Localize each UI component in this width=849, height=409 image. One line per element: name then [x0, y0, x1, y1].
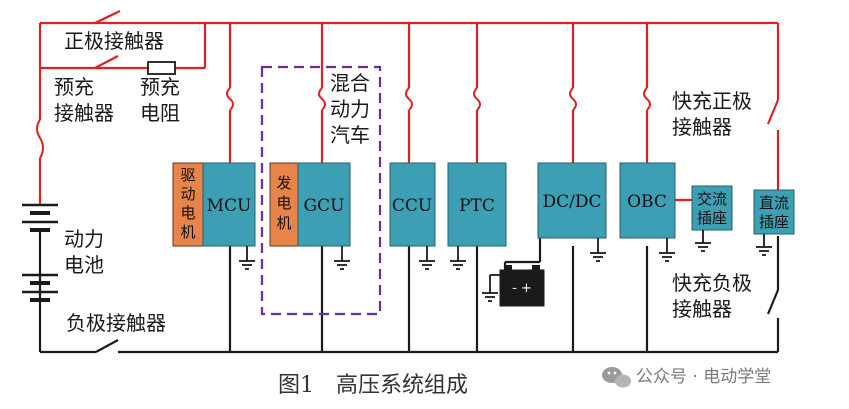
ground-icon [334, 246, 350, 270]
figure-caption: 图1 高压系统组成 [278, 373, 468, 398]
fuse-obc [643, 87, 651, 111]
obc-box [619, 162, 676, 239]
fast-neg-contactor-label-1: 快充负极 [672, 271, 752, 295]
fast-pos-contactor-label-1: 快充正极 [672, 89, 752, 113]
precharge-contactor-label-1: 预充 [54, 75, 94, 99]
motor-driver-label-2: 动 [180, 185, 195, 203]
dc-socket-box [753, 189, 795, 235]
dc-socket-label-2: 插座 [759, 213, 789, 231]
fast-pos-contactor-switch [766, 99, 780, 125]
motor-driver-label-1: 驱 [180, 166, 195, 184]
ccu-label: CCU [392, 196, 432, 216]
fuse-battery [36, 119, 44, 159]
low-voltage-battery: - + [499, 265, 545, 307]
generator-label-1: 发 [276, 174, 291, 192]
precharge-contactor-label-2: 接触器 [54, 101, 114, 125]
fast-neg-contactor-switch [766, 289, 780, 315]
ac-socket-label-1: 交流 [697, 190, 727, 208]
motor-driver-label-4: 机 [180, 223, 195, 241]
ccu-box [389, 162, 436, 247]
fuses [36, 87, 651, 159]
obc-label: OBC [627, 192, 667, 212]
watermark-text: 公众号 · 电动学堂 [636, 367, 771, 387]
fuse-gcu [318, 87, 326, 111]
neg-contactor-switch [95, 339, 119, 353]
ground-icon [239, 246, 255, 270]
ground-icon [695, 230, 711, 252]
hybrid-label-1: 混合 [330, 71, 370, 95]
precharge-resistor [147, 61, 176, 75]
negative-bus [38, 236, 780, 354]
pos-contactor-label: 正极接触器 [64, 29, 164, 53]
battery-12v-signs: - + [512, 281, 532, 296]
generator-box [269, 162, 299, 247]
fuse-ccu [405, 87, 413, 111]
power-battery-symbol [22, 203, 58, 302]
motor-driver-box [172, 162, 204, 247]
ground-icon [659, 238, 675, 262]
ground-icon [419, 246, 435, 270]
dcdc-box [537, 162, 607, 239]
gcu-box [297, 162, 351, 247]
motor-driver-label-3: 电 [180, 204, 195, 222]
fuse-ptc [473, 87, 481, 111]
battery-ground-symbol [482, 274, 500, 302]
ground-icon [590, 238, 606, 262]
fuse-dcdc [569, 87, 577, 111]
precharge-resistor-label-2: 电阻 [140, 101, 180, 125]
battery-label-2: 电池 [64, 253, 104, 277]
hybrid-label-2: 动力 [330, 97, 370, 121]
gcu-label: GCU [304, 196, 345, 216]
wechat-icon [602, 367, 631, 388]
dcdc-label: DC/DC [542, 192, 601, 212]
ground-symbols [239, 230, 772, 270]
mcu-box [202, 162, 256, 247]
neg-contactor-label: 负极接触器 [66, 311, 166, 335]
battery-label-1: 动力 [64, 227, 104, 251]
pos-contactor-switch [94, 10, 121, 24]
precharge-resistor-label-1: 预充 [140, 75, 180, 99]
ground-icon [756, 234, 772, 256]
fast-pos-contactor-label-2: 接触器 [672, 115, 732, 139]
generator-label-2: 电 [276, 194, 291, 212]
precharge-contactor-switch [94, 55, 119, 69]
ground-icon [450, 246, 466, 270]
ac-socket-label-2: 插座 [697, 209, 727, 227]
hybrid-vehicle-dashed-box [260, 65, 382, 316]
watermark: 公众号 · 电动学堂 [602, 367, 771, 388]
ac-socket-box [691, 185, 733, 231]
dc-socket-label-1: 直流 [759, 194, 789, 212]
positive-bus [38, 21, 780, 205]
mcu-label: MCU [207, 196, 252, 216]
generator-label-3: 机 [276, 214, 291, 232]
ptc-box [447, 162, 507, 247]
fuse-mcu [226, 87, 234, 111]
ptc-label: PTC [459, 196, 495, 216]
fast-neg-contactor-label-2: 接触器 [672, 297, 732, 321]
hybrid-label-3: 汽车 [330, 123, 370, 147]
